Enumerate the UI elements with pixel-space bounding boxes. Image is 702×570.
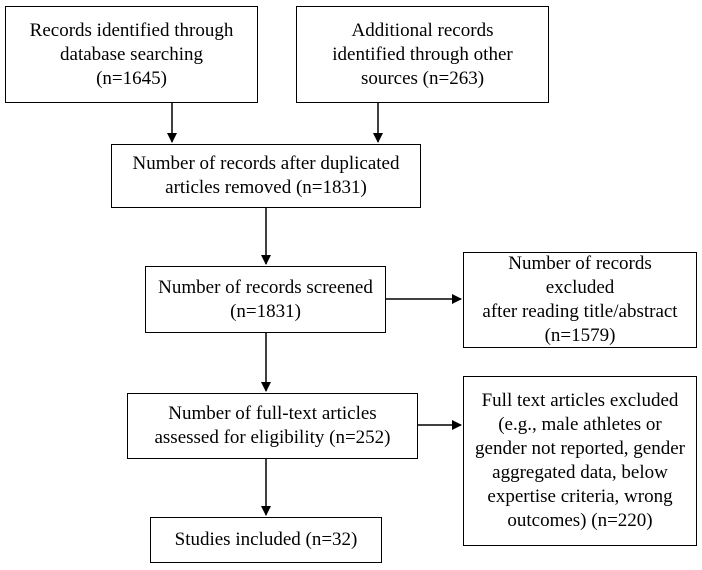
records-database-text: Records identified through database sear…: [29, 19, 234, 89]
records-screened-text: Number of records screened (n=1831): [158, 276, 373, 322]
records-after-duplicates-box: Number of records after duplicated artic…: [111, 144, 421, 208]
records-other-sources-box: Additional records identified through ot…: [296, 6, 549, 103]
records-excluded-text: Number of records excluded after reading…: [482, 253, 678, 346]
fulltext-assessed-box: Number of full-text articles assessed fo…: [127, 393, 418, 459]
studies-included-text: Studies included (n=32): [174, 529, 358, 550]
records-other-sources-text: Additional records identified through ot…: [332, 19, 513, 89]
records-database-box: Records identified through database sear…: [5, 6, 258, 103]
records-after-duplicates-text: Number of records after duplicated artic…: [132, 153, 400, 198]
fulltext-excluded-box: Full text articles excluded (e.g., male …: [463, 376, 697, 546]
studies-included-box: Studies included (n=32): [150, 517, 382, 563]
records-screened-box: Number of records screened (n=1831): [145, 266, 386, 333]
records-excluded-box: Number of records excluded after reading…: [463, 252, 697, 348]
fulltext-assessed-text: Number of full-text articles assessed fo…: [154, 403, 391, 448]
fulltext-excluded-text: Full text articles excluded (e.g., male …: [475, 390, 685, 531]
